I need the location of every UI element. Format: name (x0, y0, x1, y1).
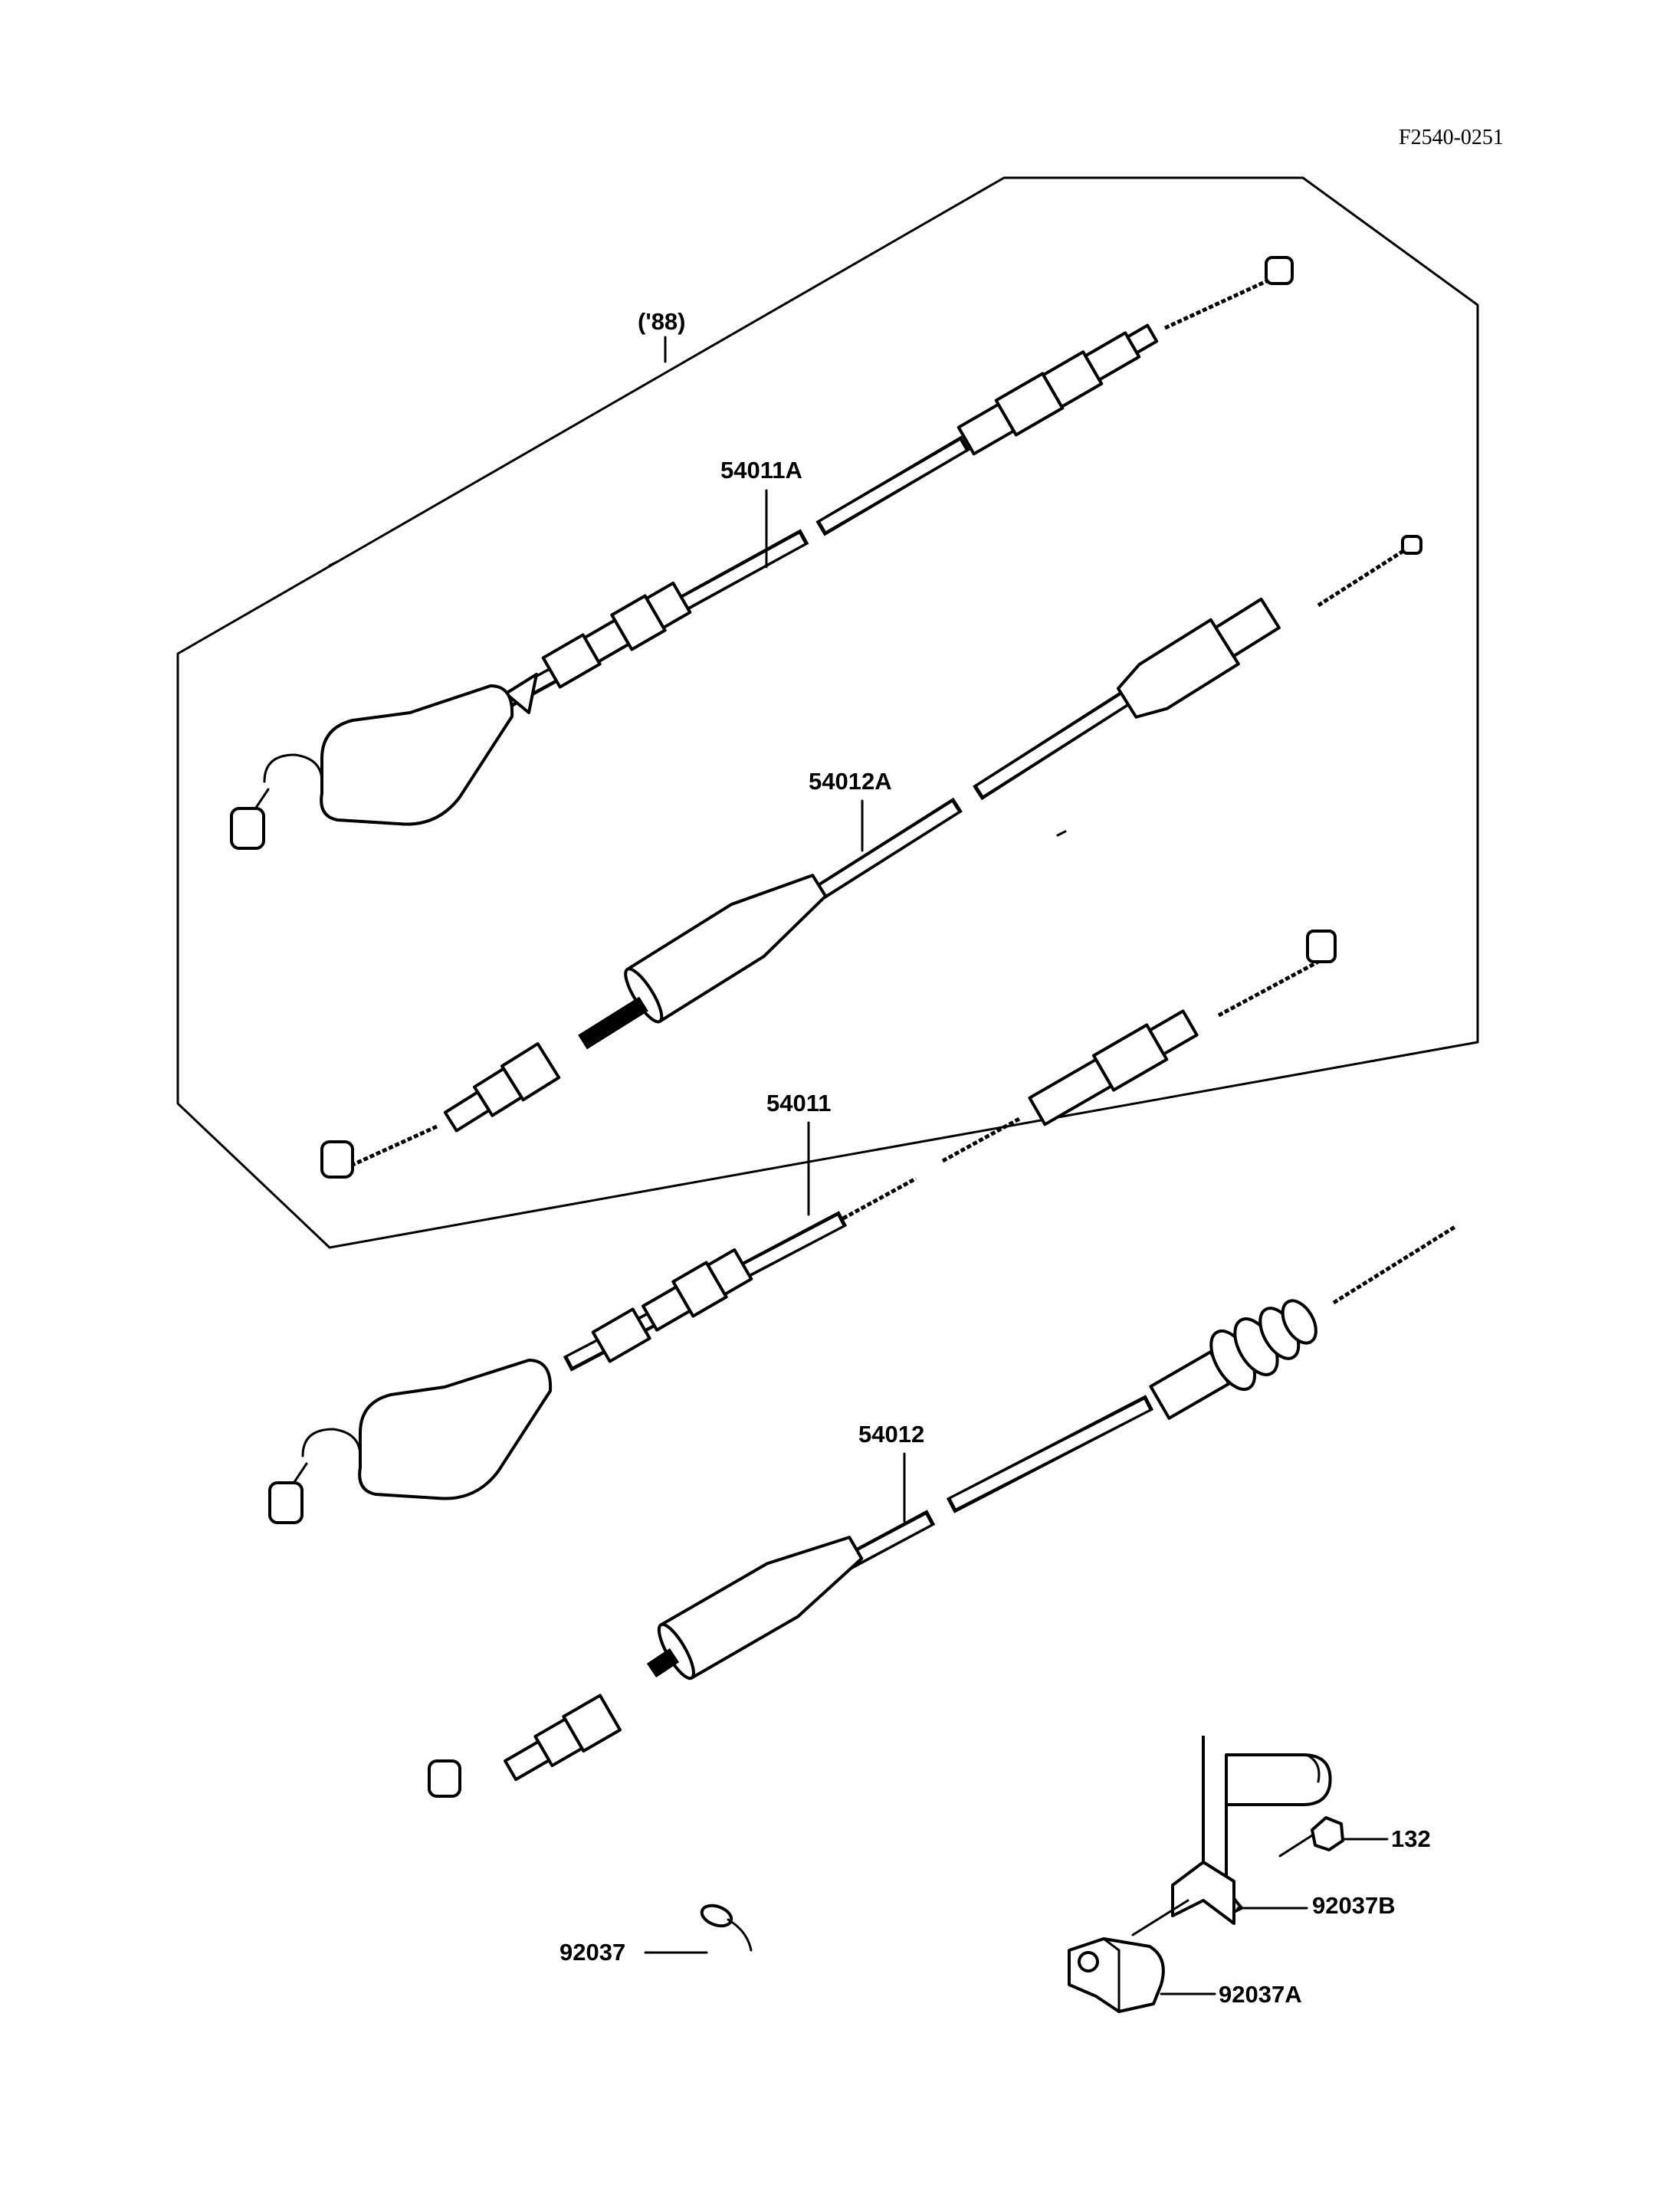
part-label-132: 132 (1391, 1825, 1431, 1852)
diagram-reference-code: F2540-0251 (1399, 126, 1504, 149)
cable-54011A (230, 256, 1294, 850)
part-label-54012A: 54012A (809, 768, 892, 795)
part-label-54011A: 54011A (720, 457, 802, 484)
bolt-132 (1278, 1816, 1344, 1858)
clamp-92037A (1068, 1937, 1165, 2013)
cable-54012 (428, 1224, 1458, 1798)
outline-mark (328, 560, 339, 567)
part-label-92037A: 92037A (1219, 1981, 1302, 2008)
part-label-92037B: 92037B (1312, 1892, 1396, 1919)
model-year-label: ('88) (638, 308, 686, 335)
cable-54012A (320, 535, 1422, 1179)
cable-54011 (268, 930, 1337, 1524)
part-label-92037: 92037 (559, 1939, 625, 1966)
clip-92037 (700, 1904, 753, 1952)
part-label-54011: 54011 (766, 1090, 832, 1117)
model-year-group-outline (176, 176, 1479, 1249)
bracket-assembly (1131, 1736, 1332, 1936)
part-label-54012: 54012 (858, 1421, 924, 1448)
outline-mark (1056, 830, 1067, 837)
